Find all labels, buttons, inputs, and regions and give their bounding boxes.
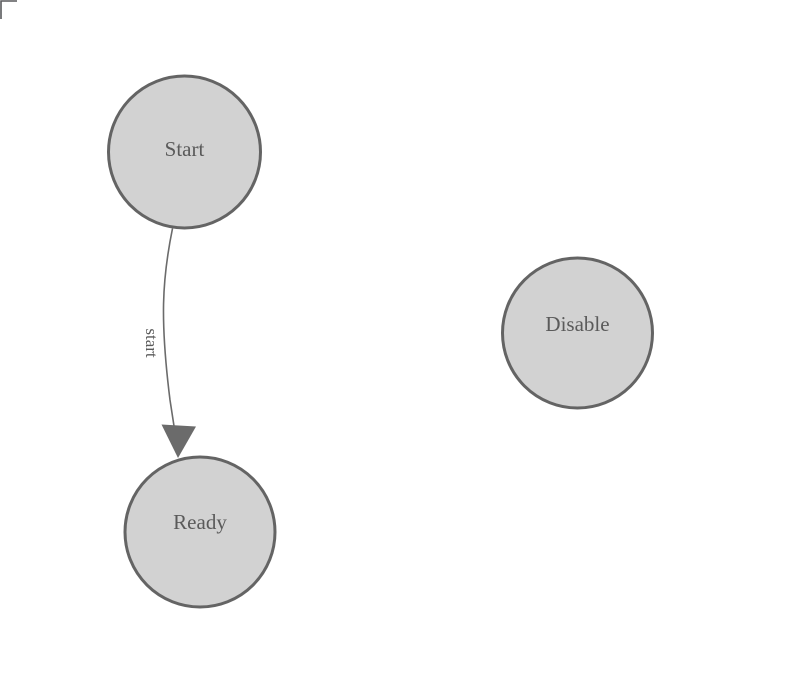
edge-label-start: start [142, 328, 161, 358]
edge-start-to-ready[interactable]: start [142, 228, 196, 459]
node-label-ready: Ready [173, 510, 227, 534]
node-disable[interactable]: Disable [501, 256, 654, 410]
node-label-disable: Disable [545, 312, 609, 336]
node-start[interactable]: Start [107, 74, 262, 230]
node-label-start: Start [165, 137, 205, 161]
edge-line [162, 228, 179, 453]
arrowhead-icon [161, 424, 196, 458]
node-circle-start[interactable] [107, 74, 262, 230]
node-circle-disable[interactable] [501, 256, 654, 410]
node-ready[interactable]: Ready [123, 455, 277, 609]
top-left-corner-marker [0, 0, 17, 19]
node-circle-ready[interactable] [123, 455, 277, 609]
